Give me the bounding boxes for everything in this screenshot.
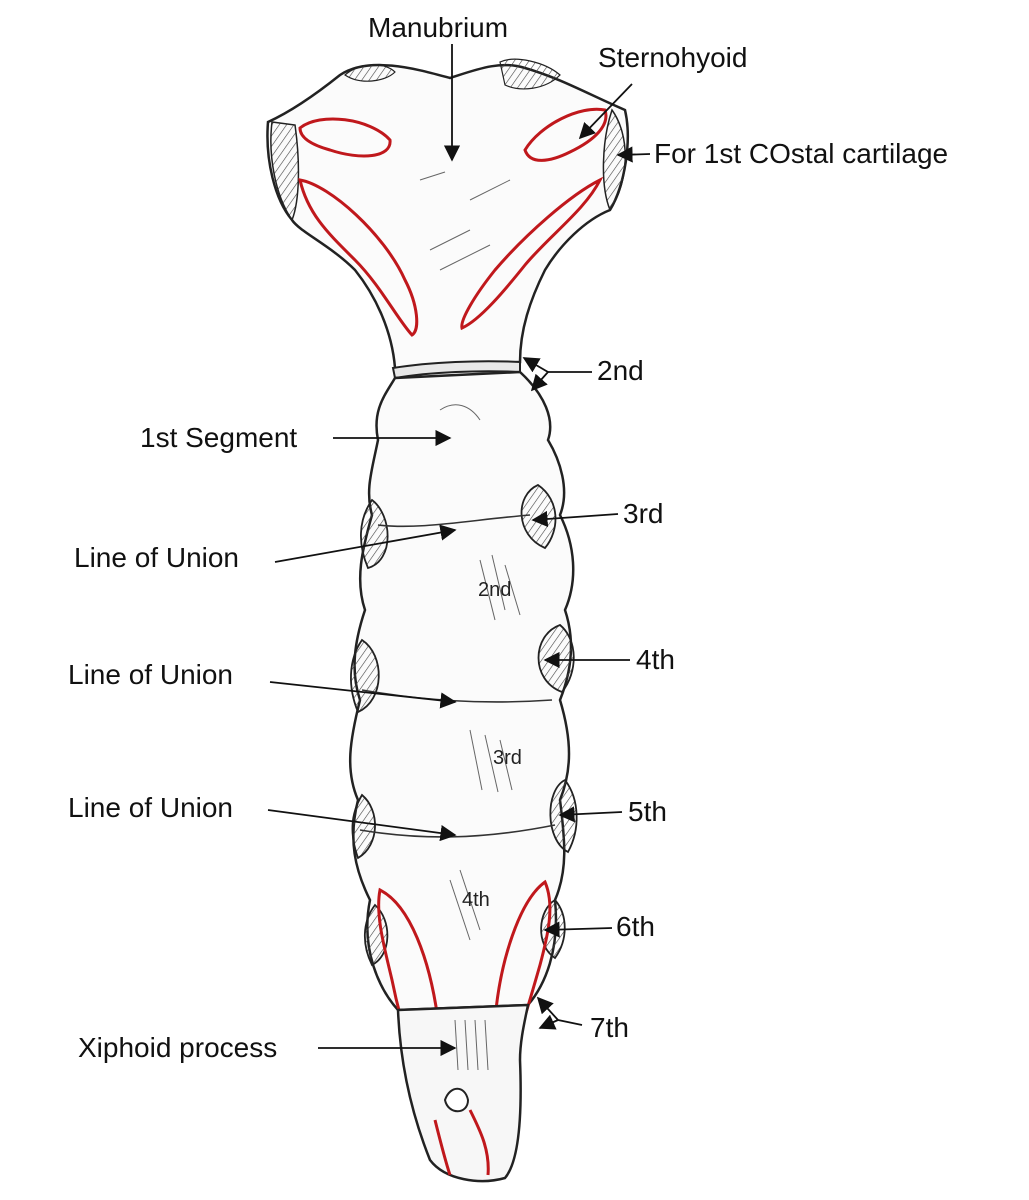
segment-label-4th: 4th	[462, 889, 490, 911]
jugular-notch-shade	[499, 58, 561, 90]
left-clavicular-facet	[270, 121, 300, 222]
label-sternohyoid: Sternohyoid	[598, 42, 748, 73]
leader-line-of-union-3	[267, 809, 457, 842]
label-first-costal-cartilage: For 1st COstal cartilage	[654, 138, 949, 169]
sternothyroid-attachment-left	[298, 178, 419, 337]
label-6th-notch: 6th	[616, 911, 655, 942]
segment-label-2nd: 2nd	[478, 579, 512, 601]
notch-5th-left	[351, 793, 376, 860]
label-3rd-notch: 3rd	[623, 498, 664, 529]
label-4th-notch: 4th	[636, 644, 675, 675]
label-manubrium: Manubrium	[368, 12, 509, 43]
notch-3rd-left	[360, 498, 389, 570]
notch-4th-left	[350, 638, 380, 714]
xiphoid-texture	[454, 1019, 489, 1071]
sternohyoid-attachment-left	[298, 117, 392, 158]
label-xiphoid-process: Xiphoid process	[78, 1032, 278, 1063]
leader-first-costal	[616, 146, 651, 163]
label-line-of-union-3: Line of Union	[68, 792, 234, 823]
label-7th-notch: 7th	[590, 1012, 629, 1043]
line-of-union-1-mark	[377, 514, 531, 528]
label-5th-notch: 5th	[628, 796, 667, 827]
sternohyoid-attachment-right	[523, 107, 608, 162]
xiphoid-foramen	[443, 1087, 470, 1113]
notch-6th-left	[363, 903, 389, 967]
bone-texture	[419, 171, 521, 941]
xiphoid-muscle-line	[468, 1109, 490, 1176]
leader-3rd	[531, 510, 619, 528]
sternothyroid-attachment-right	[460, 176, 604, 331]
label-line-of-union-2: Line of Union	[68, 659, 234, 690]
leader-line-of-union-2	[269, 681, 457, 709]
segment-label-3rd: 3rd	[493, 747, 522, 769]
leader-6th	[543, 921, 613, 938]
xiphoid-muscle-line-left	[433, 1119, 452, 1176]
leader-lines	[267, 44, 651, 1057]
label-1st-segment: 1st Segment	[140, 422, 298, 453]
label-line-of-union-1: Line of Union	[74, 542, 240, 573]
leader-sternohyoid	[578, 83, 633, 140]
right-clavicular-facet	[602, 108, 626, 212]
label-2nd-notch: 2nd	[597, 355, 644, 386]
leader-line-of-union-1	[274, 524, 457, 563]
notch-shade-left	[344, 64, 396, 82]
leader-7th	[557, 1019, 583, 1026]
leader-5th	[558, 806, 623, 823]
